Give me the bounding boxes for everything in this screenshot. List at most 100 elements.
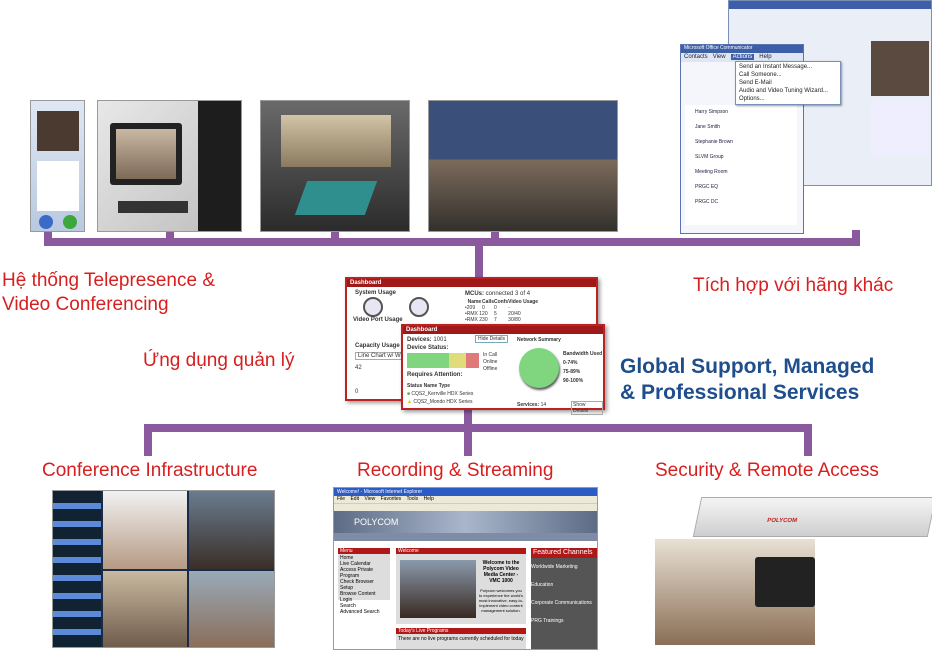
- bandwidth-pie: [519, 348, 559, 388]
- telepresence-label-2: Video Conferencing: [2, 294, 169, 315]
- contact[interactable]: Stephanie Brown: [695, 139, 734, 145]
- integration-label: Tích hợp với hãng khác: [693, 275, 894, 296]
- advanced-search-link[interactable]: Advanced Search: [340, 609, 380, 615]
- conference-room-photo: [428, 100, 618, 232]
- network-summary-heading: Network Summary: [517, 337, 561, 343]
- security-label: Security & Remote Access: [655, 460, 879, 481]
- nav-link[interactable]: Browse Content: [340, 591, 376, 597]
- nav-link[interactable]: Login: [340, 597, 353, 603]
- menu-item-send-im[interactable]: Send an Instant Message...: [739, 64, 813, 70]
- legend-in-call: In Call: [483, 352, 498, 358]
- video-port-label: Video Port Usage: [353, 317, 403, 323]
- welcome-title: Welcome to the Polycom Video Media Cente…: [482, 560, 520, 584]
- channel[interactable]: PRG Trainings: [531, 618, 564, 624]
- attention-row: ■ CQS2_Kerrville HDX Series: [407, 391, 474, 397]
- telepresence-label: Hệ thống Telepresence &: [2, 270, 216, 291]
- communicator-screenshot: Microsoft Office Communicator Contacts Vi…: [680, 0, 932, 236]
- connector: [852, 230, 860, 242]
- nav-link[interactable]: Home: [340, 555, 354, 561]
- device-status-bar: [407, 353, 479, 368]
- attention-row: ▲ CQS2_Mondo HDX Series: [407, 399, 473, 405]
- connector: [475, 242, 483, 282]
- communicator-menu-bar: Contacts View Actions Help: [681, 53, 803, 62]
- connector: [464, 405, 472, 430]
- legend-online: Online: [483, 359, 498, 365]
- featured-channels-heading: Featured Channels: [531, 548, 597, 558]
- connector: [491, 230, 499, 242]
- browser-screenshot: Welcome! - Microsoft Internet Explorer F…: [333, 487, 598, 650]
- chart-max: 42: [355, 365, 362, 371]
- dashboard-front: Dashboard Devices: 1001 Hide Details Dev…: [401, 324, 605, 415]
- nav-link[interactable]: Check Browser Setup: [340, 579, 374, 591]
- capacity-heading: Capacity Usage: [355, 343, 400, 349]
- menu-help[interactable]: Help: [759, 54, 772, 60]
- contact[interactable]: Harry Simpson: [695, 109, 729, 115]
- menu-item-send-email[interactable]: Send E-Mail: [739, 80, 772, 86]
- bw-legend: 75-89%: [563, 369, 581, 375]
- menu-item-call[interactable]: Call Someone...: [739, 72, 782, 78]
- nav-link[interactable]: Search: [340, 603, 356, 609]
- infrastructure-label: Conference Infrastructure: [42, 460, 258, 481]
- connector: [464, 428, 472, 456]
- menu-view[interactable]: View: [712, 54, 726, 60]
- nav-link[interactable]: Access Private Program: [340, 567, 374, 579]
- communicator-title: Microsoft Office Communicator: [681, 45, 803, 53]
- meeting-room-photo: [260, 100, 410, 232]
- connector: [166, 230, 174, 242]
- hide-details-button[interactable]: Hide Details: [475, 335, 508, 343]
- mcus-label: MCUs:: [465, 291, 484, 297]
- device-logo: POLYCOM: [766, 518, 798, 524]
- device-status-heading: Device Status:: [407, 345, 449, 351]
- gauge-icon: [409, 297, 429, 317]
- contact[interactable]: PRGC DC: [695, 199, 719, 205]
- system-usage-heading: System Usage: [355, 290, 397, 296]
- global-support-label-2: & Professional Services: [620, 381, 860, 404]
- dashboard-title: Dashboard: [347, 279, 596, 287]
- browser-title: Welcome! - Microsoft Internet Explorer: [334, 488, 597, 496]
- actions-dropdown-menu: Send an Instant Message... Call Someone.…: [735, 61, 841, 105]
- management-label: Ứng dụng quản lý: [143, 350, 295, 371]
- devices-label: Devices:: [407, 337, 432, 343]
- menu-item-options[interactable]: Options...: [739, 96, 765, 102]
- connector: [44, 230, 52, 242]
- menu-actions[interactable]: Actions: [730, 54, 755, 60]
- mobile-client-screenshot: [30, 100, 85, 232]
- channel[interactable]: Education: [531, 582, 554, 588]
- show-details-button[interactable]: Show Details: [571, 401, 603, 415]
- video-wall-photo: [52, 490, 275, 648]
- services-value: 14: [540, 402, 547, 408]
- bandwidth-heading: Bandwidth Used: [563, 351, 603, 357]
- connector: [331, 230, 339, 242]
- bottom-bus: [144, 424, 812, 432]
- menu-item-tuning-wizard[interactable]: Audio and Video Tuning Wizard...: [739, 88, 828, 94]
- contact[interactable]: Meeting Room: [695, 169, 728, 175]
- chart-type-select[interactable]: Line Chart w/ We: [355, 352, 407, 360]
- recording-label: Recording & Streaming: [357, 460, 554, 481]
- channel[interactable]: Worldwide Marketing: [531, 564, 578, 570]
- attention-heading: Requires Attention:: [407, 372, 463, 378]
- legend-offline: Offline: [483, 366, 498, 372]
- nav-link[interactable]: Live Calendar: [340, 561, 371, 567]
- connector: [804, 428, 812, 456]
- polycom-logo: POLYCOM: [334, 511, 597, 533]
- chart-min: 0: [355, 389, 359, 395]
- contact[interactable]: Jane Smith: [695, 124, 721, 130]
- live-text: There are no live programs currently sch…: [398, 636, 524, 642]
- bw-legend: 90-100%: [563, 378, 584, 384]
- connector: [144, 428, 152, 456]
- mcus-value: connected 3 of 4: [485, 291, 531, 297]
- devices-value: 1001: [433, 337, 447, 343]
- bw-legend: 0-74%: [563, 360, 578, 366]
- top-bus: [44, 238, 860, 246]
- contact[interactable]: SLVM Group: [695, 154, 724, 160]
- contact[interactable]: PRGC EQ: [695, 184, 719, 190]
- security-device-photo: POLYCOM: [655, 497, 932, 645]
- desktop-video-photo: [97, 100, 242, 232]
- gauge-icon: [363, 297, 383, 317]
- channel[interactable]: Corporate Communications: [531, 600, 592, 606]
- menu-contacts[interactable]: Contacts: [684, 54, 708, 60]
